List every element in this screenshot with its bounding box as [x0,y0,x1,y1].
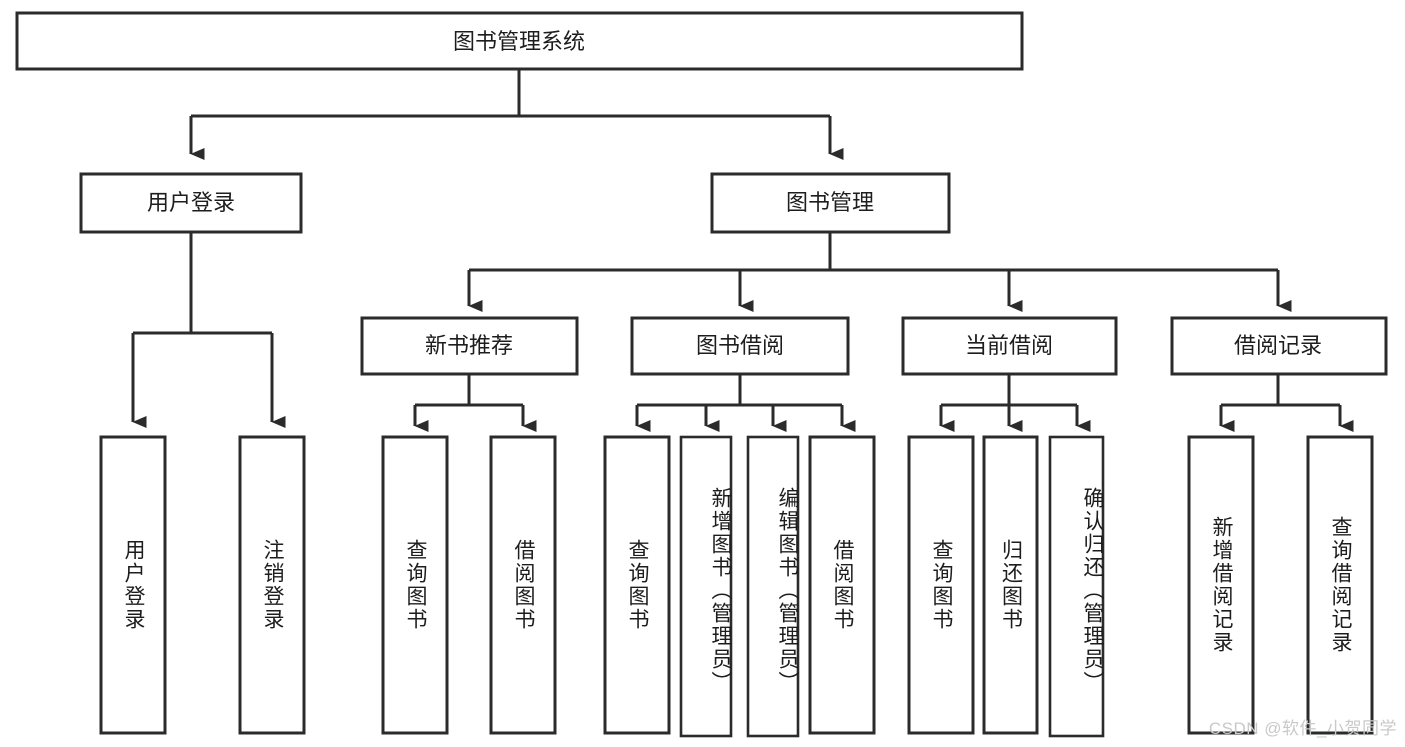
leaf-record-query-record[interactable] [1306,435,1374,735]
leaf-current-query-book[interactable] [907,435,975,735]
node-new-book-recommend-label: 新书推荐 [425,333,513,358]
leaf-user-login-logout[interactable] [238,435,306,735]
connector-user-login-to-leaves [131,232,286,428]
node-current-borrow-label: 当前借阅 [965,333,1053,358]
connector-book-borrow-to-leaves [635,374,856,432]
csdn-watermark: CSDN @软件_小贺同学 [1208,719,1397,738]
node-user-login[interactable]: 用户登录 [79,172,303,234]
leaf-borrow-edit-book-admin[interactable] [746,435,800,738]
leaf-borrow-borrow-book[interactable] [808,435,876,735]
connector-new-book-recommend-to-leaves [413,374,537,432]
node-book-borrow[interactable]: 图书借阅 [630,316,850,376]
leaf-borrow-add-book-admin[interactable] [679,435,733,738]
leaf-user-login-login[interactable] [99,435,167,735]
node-book-management-label: 图书管理 [786,190,874,215]
node-book-borrow-label: 图书借阅 [696,333,784,358]
leaf-current-return-book[interactable] [982,435,1039,735]
leaf-recommend-borrow-book[interactable] [489,435,557,735]
node-borrow-record[interactable]: 借阅记录 [1170,316,1388,376]
connector-current-borrow-to-leaves [939,374,1091,432]
node-borrow-record-label: 借阅记录 [1234,333,1322,358]
node-root[interactable]: 图书管理系统 [15,11,1024,71]
connector-root-to-level1 [189,69,844,160]
node-current-borrow[interactable]: 当前借阅 [901,316,1118,376]
leaf-recommend-query-book[interactable] [381,435,449,735]
leaf-record-add-record[interactable] [1187,435,1255,735]
leaf-borrow-query-book[interactable] [603,435,671,735]
node-root-label: 图书管理系统 [453,29,585,54]
connector-borrow-record-to-leaves [1219,374,1354,432]
node-user-login-label: 用户登录 [147,190,235,215]
node-book-management[interactable]: 图书管理 [710,172,951,234]
leaf-current-confirm-return-admin[interactable] [1048,435,1105,738]
connector-book-management-to-level2 [467,232,1292,312]
node-new-book-recommend[interactable]: 新书推荐 [360,316,579,376]
